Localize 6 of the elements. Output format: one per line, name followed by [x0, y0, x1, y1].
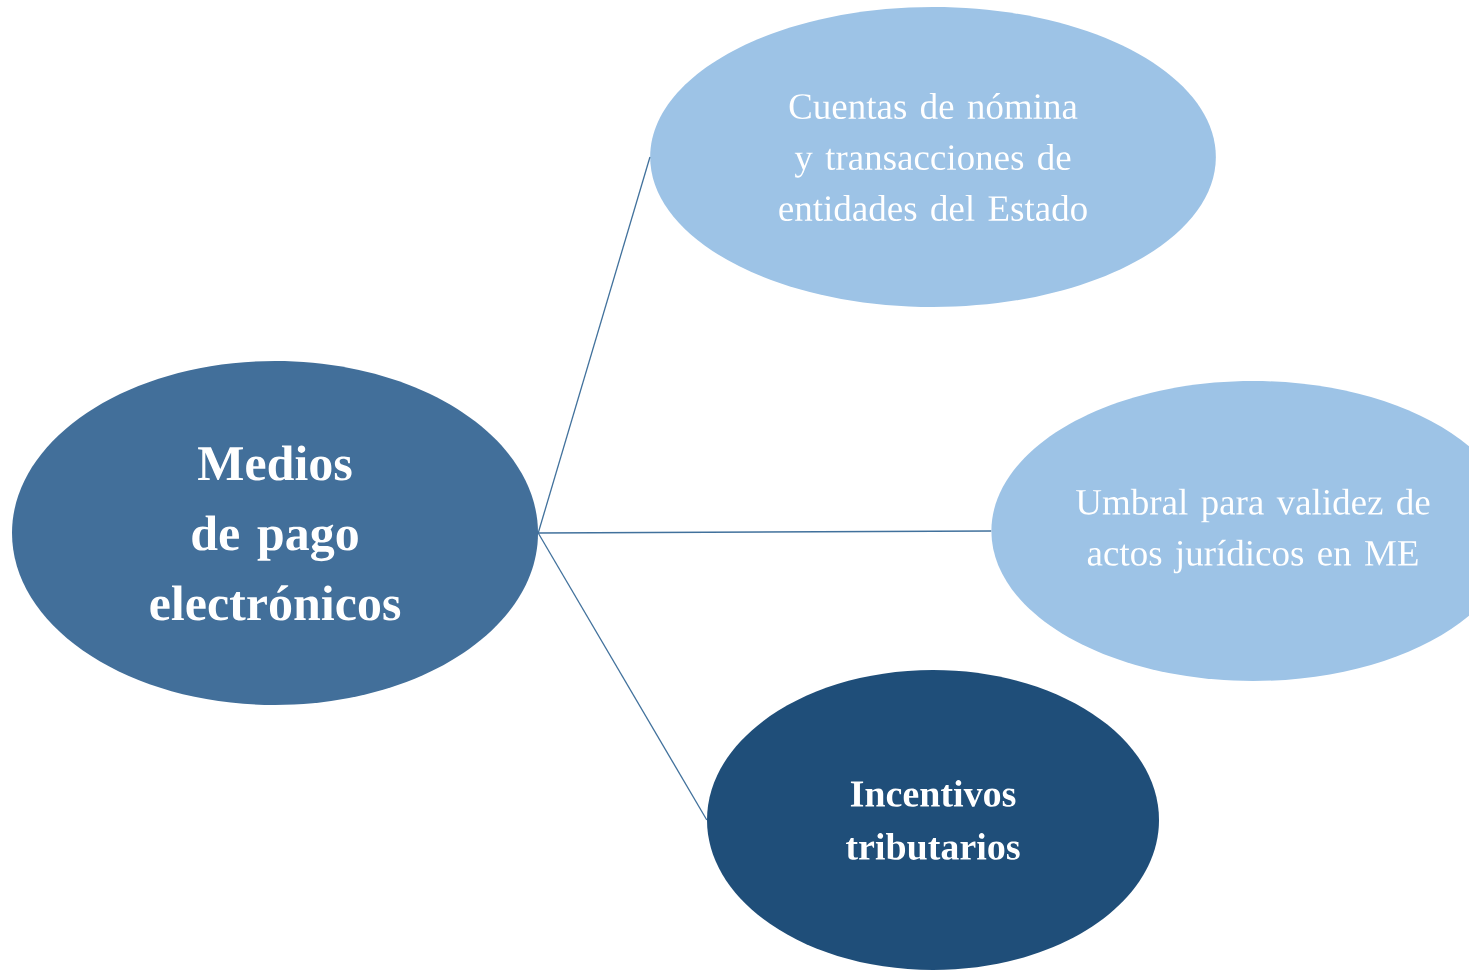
- connector-line: [537, 532, 708, 821]
- ellipse-node: Incentivos tributarios: [707, 670, 1159, 970]
- ellipse-node: Medios de pago electrónicos: [12, 361, 538, 705]
- ellipse-node: Cuentas de nómina y transacciones de entidades del Estado: [650, 7, 1216, 307]
- connector-line: [537, 530, 992, 534]
- connector-line: [537, 156, 651, 534]
